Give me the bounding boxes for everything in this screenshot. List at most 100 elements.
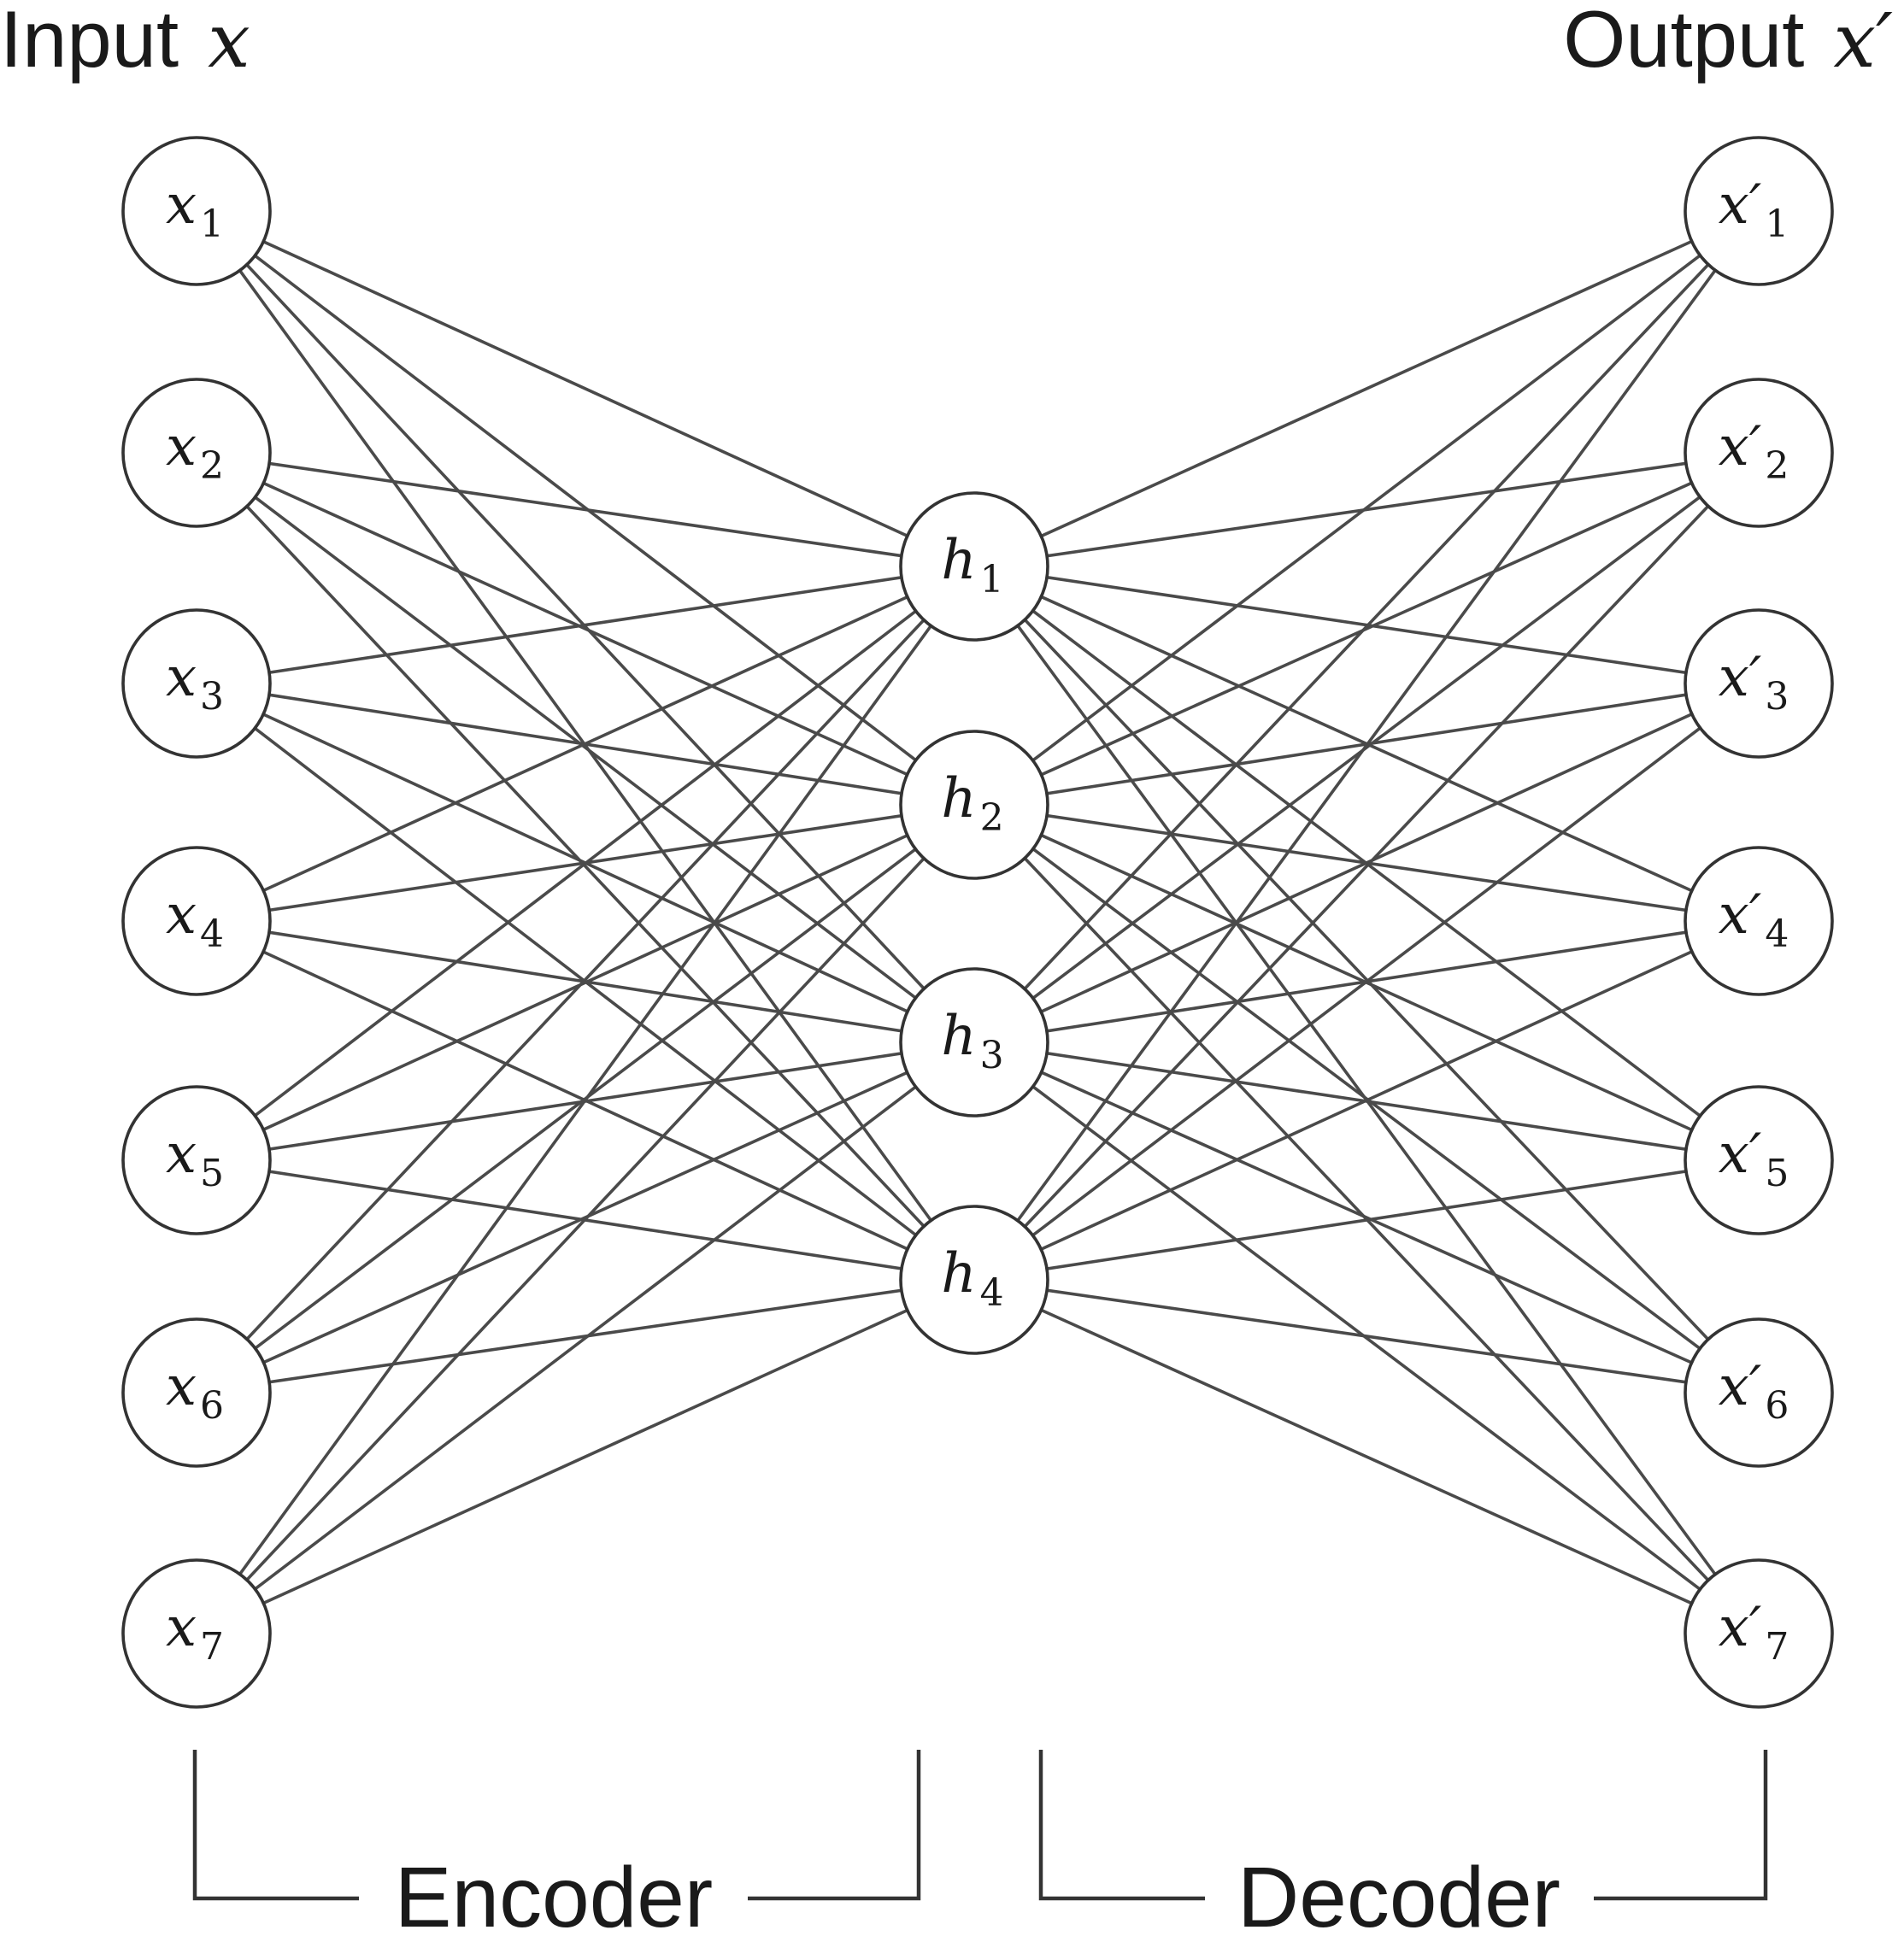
output-title: Output x′ [1563,0,1893,85]
node-variable: h [941,767,976,830]
node-variable: h [941,1242,976,1305]
edge-hidden4-output2 [973,451,1760,1282]
edge-hidden4-output7 [973,1278,1760,1635]
output-node-label: x′3 [1719,646,1789,719]
edge-input7-hidden2 [195,803,976,1635]
edge-input5-hidden1 [195,565,976,1162]
node-subscript: 4 [980,1271,1004,1315]
decoder-bracket: Decoder [1038,1750,1768,1936]
output-node-circle [1684,1085,1834,1235]
edge-input7-hidden3 [195,1041,976,1635]
input-node-circle [121,608,272,759]
output-node-6: x′6 [1684,1317,1834,1468]
hidden-node-circle [899,491,1049,642]
input-node-2: x2 [121,378,272,528]
encoder-label: Encoder [395,1850,713,1936]
output-node-circle [1684,378,1834,528]
output-node-label: x′7 [1719,1596,1789,1669]
encoder-bracket: Encoder [192,1750,921,1936]
edge-input6-hidden1 [195,565,976,1394]
node-variable: h [941,1005,976,1068]
edge-hidden3-output3 [973,682,1760,1044]
node-variable: x′ [1719,1355,1762,1418]
hidden-node-label: h4 [941,1242,1003,1315]
output-node-1: x′1 [1684,136,1834,286]
output-node-label: x′2 [1719,415,1789,488]
input-node-7: x7 [121,1558,272,1709]
output-node-5: x′5 [1684,1085,1834,1235]
output-node-circle [1684,1317,1834,1468]
input-node-circle [121,136,272,286]
node-subscript: 5 [1765,1152,1789,1195]
node-subscript: 1 [980,558,1004,601]
output-node-4: x′4 [1684,846,1834,996]
input-node-label: x2 [166,415,224,488]
input-node-circle [121,1558,272,1709]
output-node-7: x′7 [1684,1558,1834,1709]
edge-hidden2-output1 [973,209,1760,807]
node-subscript: 4 [1765,912,1789,956]
hidden-node-circle [899,730,1049,880]
input-title-var: x [208,0,250,85]
input-node-label: x1 [166,173,224,246]
edge-hidden4-output3 [973,682,1760,1282]
hidden-node-label: h1 [941,529,1003,601]
node-variable: x [166,1123,197,1186]
node-variable: x′ [1719,646,1762,709]
input-node-label: x7 [166,1596,224,1669]
edge-hidden1-output1 [973,209,1760,568]
edge-input7-hidden4 [196,1278,975,1635]
output-node-label: x′1 [1719,173,1789,246]
input-node-label: x6 [166,1355,224,1428]
output-node-circle [1684,1558,1834,1709]
hidden-node-1: h1 [899,491,1049,642]
output-node-label: x′4 [1719,883,1789,956]
node-variable: h [941,529,976,592]
edge-input1-hidden2 [195,209,976,807]
hidden-node-circle [899,967,1049,1118]
input-node-label: x3 [166,646,224,719]
edge-input1-hidden1 [196,209,975,568]
input-title-label: Input [0,0,179,84]
hidden-node-2: h2 [899,730,1049,880]
edge-input5-hidden2 [196,803,975,1162]
edge-hidden1-output6 [973,565,1760,1394]
node-subscript: 2 [1765,444,1789,488]
decoder-label: Decoder [1237,1850,1560,1936]
input-node-circle [121,1317,272,1468]
node-variable: x′ [1719,1123,1762,1186]
input-node-label: x4 [166,883,224,956]
output-title-label: Output [1563,0,1804,84]
edge-hidden4-output4 [973,919,1760,1282]
output-node-3: x′3 [1684,608,1834,759]
edge-input2-hidden3 [195,451,976,1044]
output-node-circle [1684,846,1834,996]
node-subscript: 2 [980,796,1004,840]
edge-input4-hidden1 [196,565,975,923]
node-subscript: 5 [200,1152,224,1195]
input-node-6: x6 [121,1317,272,1468]
hidden-node-3: h3 [899,967,1049,1118]
hidden-node-circle [899,1205,1049,1355]
edge-hidden4-output6 [973,1278,1760,1394]
output-node-2: x′2 [1684,378,1834,528]
hidden-node-4: h4 [899,1205,1049,1355]
node-variable: x [166,646,197,709]
output-node-label: x′5 [1719,1123,1789,1195]
edge-input2-hidden2 [196,451,975,807]
node-subscript: 7 [200,1625,224,1669]
node-subscript: 4 [200,912,224,956]
node-subscript: 3 [200,675,224,719]
hidden-node-label: h3 [941,1005,1003,1077]
node-variable: x′ [1719,173,1762,237]
input-node-1: x1 [121,136,272,286]
node-variable: x′ [1719,415,1762,478]
input-node-circle [121,846,272,996]
edge-hidden3-output7 [973,1041,1760,1635]
input-title: Input x [0,0,250,85]
node-variable: x [166,415,197,478]
node-subscript: 7 [1765,1625,1789,1669]
output-title-var: x′ [1833,0,1893,85]
network-nodes: x1x2x3x4x5x6x7h1h2h3h4x′1x′2x′3x′4x′5x′6… [121,136,1834,1709]
